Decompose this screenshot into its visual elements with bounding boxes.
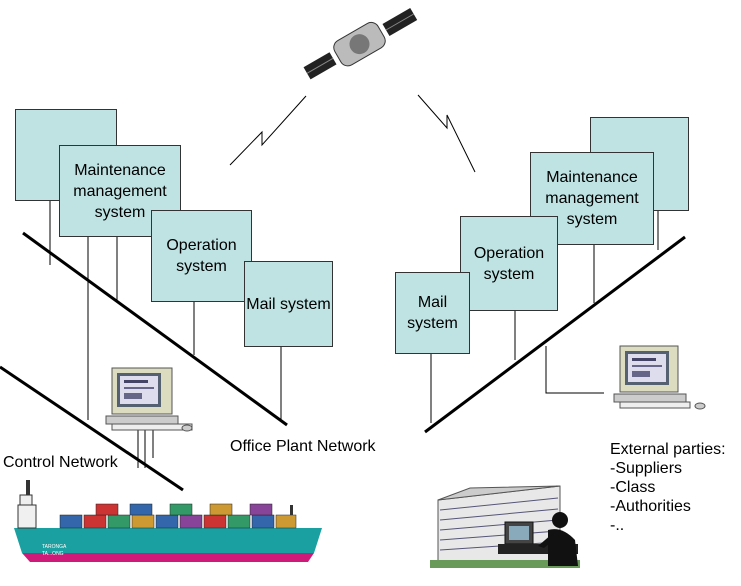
ship-mail-system-box: Mail system [244, 261, 333, 347]
shore-operation-system-box: Operation system [460, 216, 558, 311]
external-parties-title: External parties: [610, 441, 726, 458]
shore-maintenance-system-box: Maintenance management system [530, 152, 654, 245]
office-plant-network-line [22, 231, 288, 427]
external-party-suppliers: -Suppliers [610, 460, 683, 477]
external-party-class: -Class [610, 479, 656, 496]
ship-name-text-lower: TA...ONG [42, 551, 64, 557]
control-network-label: Control Network [3, 454, 118, 471]
satellite-icon [303, 7, 418, 80]
ship-computer-icon [105, 367, 193, 432]
ship-operation-system-box: Operation system [151, 210, 252, 302]
shore-network-line [424, 235, 686, 434]
ship-maintenance-system-box: Maintenance management system [59, 145, 181, 237]
office-plant-network-label: Office Plant Network [230, 438, 376, 455]
signal-right [417, 94, 476, 173]
external-party-authorities: -Authorities [610, 498, 691, 515]
ship-name-text: TARONGA [42, 544, 67, 550]
external-parties-list: External parties: -Suppliers -Class -Aut… [610, 440, 726, 535]
signal-left [229, 95, 307, 166]
worker-at-desk-icon [498, 512, 578, 566]
container-ship-icon [14, 480, 322, 562]
control-network-line [0, 365, 184, 492]
shore-computer-icon [613, 345, 706, 410]
shore-mail-system-box: Mail system [395, 272, 470, 354]
external-party-more: -.. [610, 517, 625, 534]
ship-drop-lines [49, 200, 282, 468]
